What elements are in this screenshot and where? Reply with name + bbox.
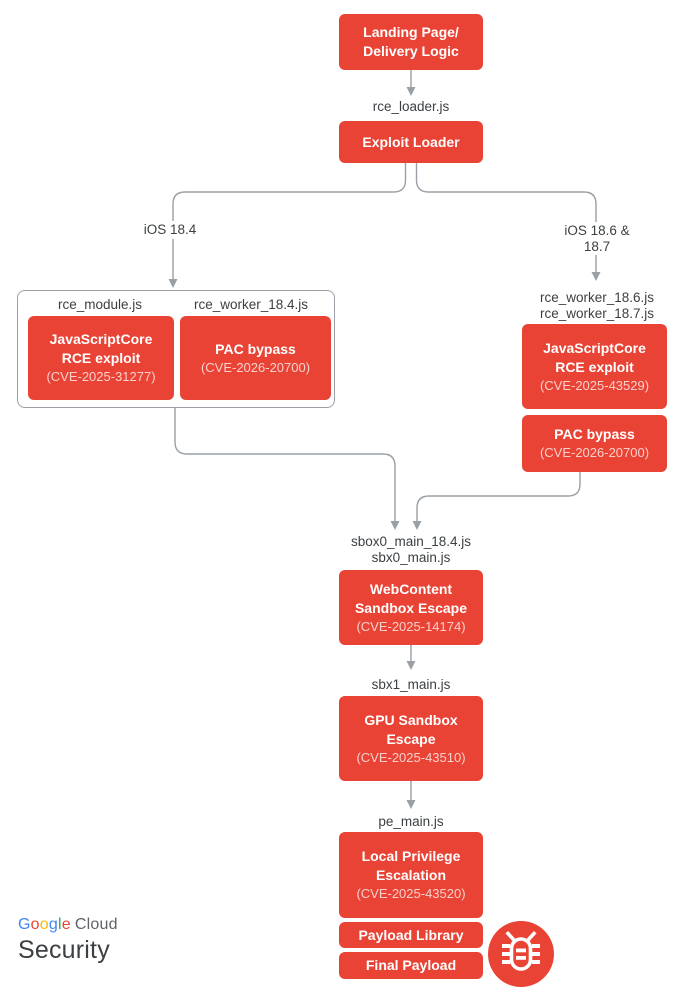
- google-letter: o: [39, 916, 49, 933]
- google-letter: e: [61, 916, 71, 933]
- node-jsc-rce-exploit-18-4-cve: (CVE-2025-31277): [46, 369, 156, 384]
- node-landing-page: Landing Page/ Delivery Logic: [339, 14, 483, 70]
- label-rce-worker-18-6-18-7-js: rce_worker_18.6.js rce_worker_18.7.js: [539, 290, 655, 321]
- label-pe-main-js: pe_main.js: [378, 814, 444, 829]
- node-gpu-sandbox-escape: GPU Sandbox Escape (CVE-2025-43510): [339, 696, 483, 781]
- node-pac-bypass-18-4: PAC bypass (CVE-2026-20700): [180, 316, 331, 400]
- node-jsc-rce-exploit-18-6-cve: (CVE-2025-43529): [539, 377, 650, 393]
- bug-icon: [488, 921, 554, 987]
- node-pac-bypass-18-6-title: PAC bypass: [554, 426, 635, 442]
- node-exploit-loader-title: Exploit Loader: [362, 133, 460, 150]
- node-pac-bypass-18-4-title: PAC bypass: [215, 340, 296, 357]
- label-sbx1-main-js: sbx1_main.js: [371, 677, 451, 692]
- node-local-privilege-escalation-title: Local Privilege Escalation: [361, 848, 461, 883]
- node-webcontent-sandbox-escape: WebContent Sandbox Escape (CVE-2025-1417…: [339, 570, 483, 645]
- node-webcontent-sandbox-escape-cve: (CVE-2025-14174): [356, 618, 466, 634]
- cloud-word: Cloud: [74, 916, 118, 933]
- label-rce-loader-js: rce_loader.js: [372, 99, 450, 114]
- node-local-privilege-escalation-cve: (CVE-2025-43520): [356, 886, 466, 901]
- node-pac-bypass-18-4-cve: (CVE-2026-20700): [200, 359, 311, 375]
- node-jsc-rce-exploit-18-6: JavaScriptCore RCE exploit (CVE-2025-435…: [522, 324, 667, 409]
- node-exploit-loader: Exploit Loader: [339, 121, 483, 163]
- google-letter: G: [18, 916, 31, 933]
- label-rce-worker-18-4-js: rce_worker_18.4.js: [193, 297, 309, 312]
- node-gpu-sandbox-escape-title: GPU Sandbox Escape: [364, 711, 458, 747]
- node-local-privilege-escalation: Local Privilege Escalation (CVE-2025-435…: [339, 832, 483, 918]
- node-final-payload: Final Payload: [339, 952, 483, 979]
- label-branch-ios-18-4: iOS 18.4: [138, 221, 202, 239]
- node-gpu-sandbox-escape-cve: (CVE-2025-43510): [356, 749, 466, 765]
- node-payload-library-title: Payload Library: [358, 926, 464, 943]
- node-pac-bypass-18-6: PAC bypass (CVE-2026-20700): [522, 415, 667, 472]
- node-webcontent-sandbox-escape-title: WebContent Sandbox Escape: [354, 580, 468, 616]
- node-jsc-rce-exploit-18-4-title: JavaScriptCore RCE exploit: [49, 331, 153, 366]
- label-rce-module-js: rce_module.js: [57, 297, 143, 312]
- node-final-payload-title: Final Payload: [365, 957, 457, 973]
- label-sbox0-main: sbox0_main_18.4.js sbx0_main.js: [350, 534, 472, 565]
- node-pac-bypass-18-6-cve: (CVE-2026-20700): [539, 445, 650, 460]
- node-landing-page-title: Landing Page/ Delivery Logic: [363, 24, 459, 59]
- security-wordmark: Security: [18, 936, 110, 964]
- google-letter: g: [48, 916, 58, 933]
- node-jsc-rce-exploit-18-4: JavaScriptCore RCE exploit (CVE-2025-312…: [28, 316, 174, 400]
- node-payload-library: Payload Library: [339, 922, 483, 948]
- google-letter: l: [57, 916, 62, 933]
- label-branch-ios-18-6-18-7: iOS 18.6 & 18.7: [553, 222, 641, 255]
- google-letter: o: [30, 916, 40, 933]
- node-jsc-rce-exploit-18-6-title: JavaScriptCore RCE exploit: [543, 339, 646, 375]
